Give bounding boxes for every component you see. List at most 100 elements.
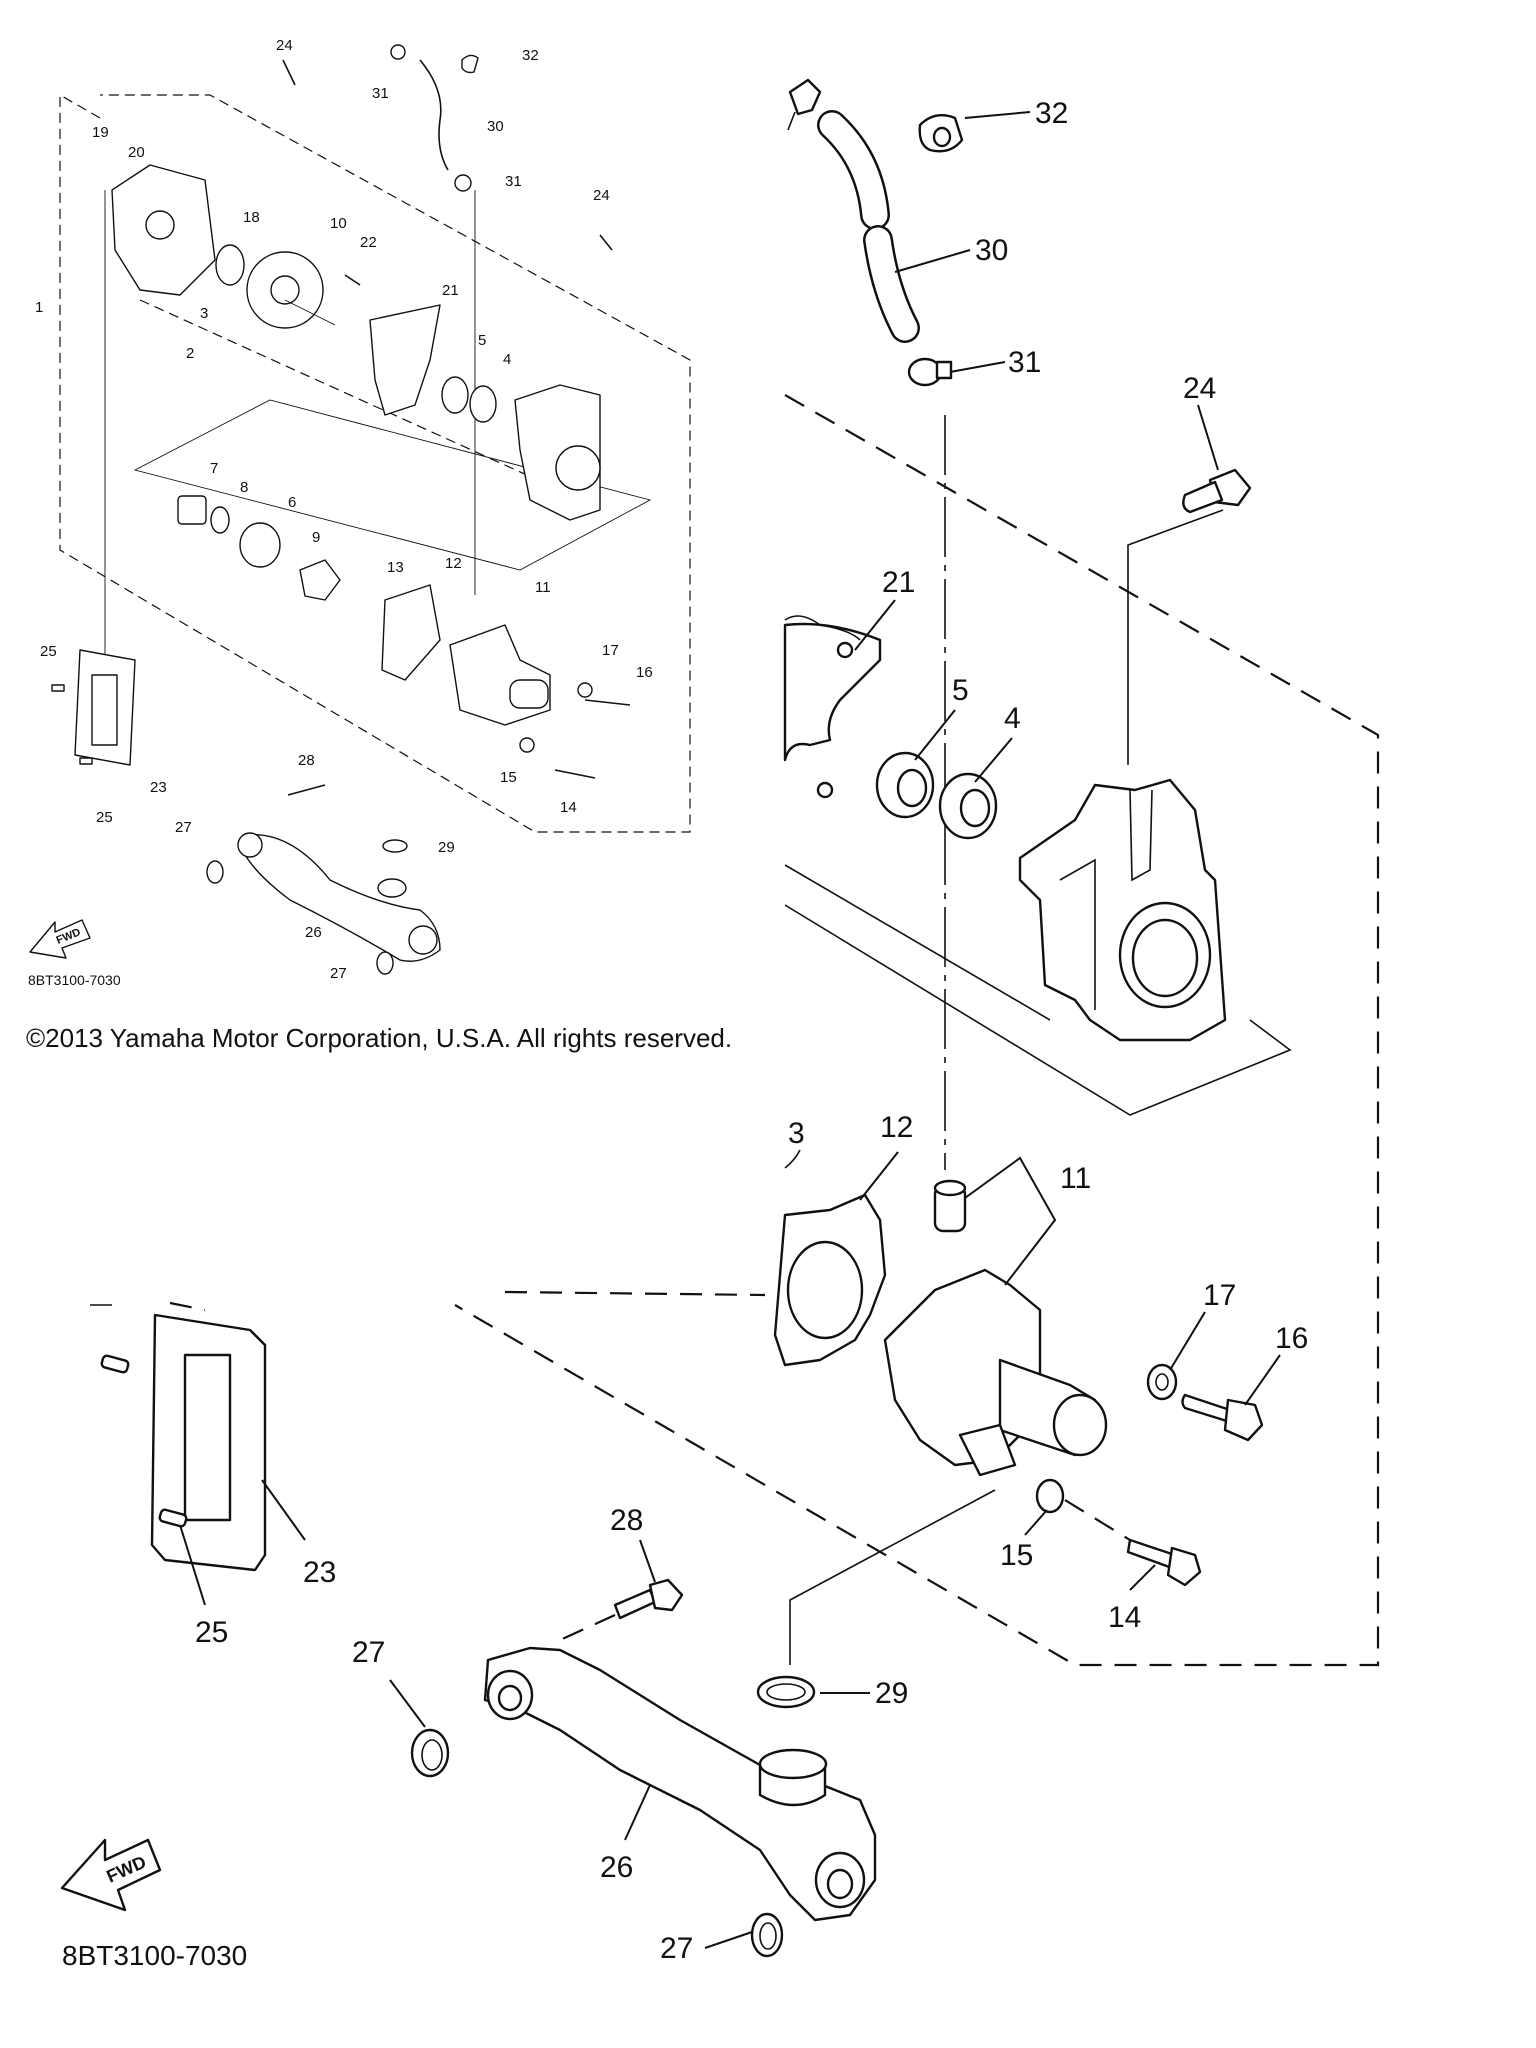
dt-label-24: 24 <box>1183 372 1216 405</box>
leader-12 <box>859 1151 899 1201</box>
bolt-14 <box>554 769 596 779</box>
pipe-flange-b <box>408 925 438 955</box>
ov-label-21: 21 <box>442 282 459 299</box>
pin-25a <box>51 684 65 692</box>
ov-label-30: 30 <box>487 118 504 135</box>
hose-30-top-inner <box>819 112 888 228</box>
gear-hub <box>270 275 300 305</box>
clamp-32 <box>461 54 479 74</box>
leader-5 <box>914 709 956 761</box>
housing-bore <box>555 445 601 491</box>
ov-label-13: 13 <box>387 559 404 576</box>
axis-line <box>139 299 561 491</box>
bearing-small <box>469 385 497 423</box>
pin-25 <box>158 1508 188 1528</box>
housing-rib <box>1129 789 1153 882</box>
bolt-28-head <box>648 1578 684 1612</box>
bearing <box>215 244 245 286</box>
dt-label-26: 26 <box>600 1851 633 1884</box>
ov-label-24a: 24 <box>276 37 293 54</box>
leader-24 <box>1197 404 1219 471</box>
o-ring-27b <box>376 951 394 975</box>
dt-label-17: 17 <box>1203 1279 1236 1312</box>
clamp-31b <box>454 174 472 192</box>
overview-diagram-code: 8BT3100-7030 <box>28 972 121 988</box>
collar <box>177 495 207 525</box>
bolt-24 <box>1182 468 1252 514</box>
detail-assembly-border <box>454 394 1380 1667</box>
bearing-inner <box>959 788 991 828</box>
dt-label-27b: 27 <box>660 1932 693 1965</box>
ov-label-8: 8 <box>240 479 248 496</box>
leader-26 <box>624 1784 651 1841</box>
gear-shaft <box>284 299 336 326</box>
pump-body <box>449 624 551 726</box>
leader-15 <box>1024 1509 1048 1536</box>
clamp-31-top <box>788 78 822 116</box>
gasket-body <box>381 584 441 681</box>
pump-housing <box>1018 778 1227 1042</box>
washer-17 <box>577 682 593 698</box>
ov-label-1: 1 <box>35 299 43 316</box>
pump-body <box>883 1268 1108 1477</box>
fwd-arrow-small: FWD <box>29 919 91 959</box>
ov-label-27b: 27 <box>330 965 347 982</box>
plate-21 <box>783 622 882 762</box>
ov-label-24b: 24 <box>593 187 610 204</box>
o-ring-29 <box>756 1675 816 1709</box>
dt-label-25: 25 <box>195 1616 228 1649</box>
dt-label-14: 14 <box>1108 1601 1141 1634</box>
dt-label-30: 30 <box>975 234 1008 267</box>
fwd-arrow-small-shape <box>29 919 91 959</box>
ov-label-9: 9 <box>312 529 320 546</box>
ov-label-16: 16 <box>636 664 653 681</box>
ov-label-2: 2 <box>186 345 194 362</box>
ov-label-14: 14 <box>560 799 577 816</box>
dt-label-16: 16 <box>1275 1322 1308 1355</box>
bolt-14-head <box>1166 1546 1202 1587</box>
bolt-28-shank <box>613 1588 657 1620</box>
washer-small <box>210 506 230 534</box>
bolt-14-shank <box>1126 1538 1177 1570</box>
oil-seal-inner <box>896 768 928 808</box>
fwd-arrow-shape <box>60 1838 162 1912</box>
union-top <box>933 1179 967 1197</box>
dt-label-11: 11 <box>1060 1162 1091 1195</box>
ov-label-17: 17 <box>602 642 619 659</box>
ov-label-11: 11 <box>535 579 551 596</box>
ov-label-27a: 27 <box>175 819 192 836</box>
ov-label-31b: 31 <box>505 173 522 190</box>
plate-21-hole-b <box>816 781 834 799</box>
overview-callouts: 1 2 3 4 5 6 7 8 9 10 11 12 13 14 15 16 1… <box>35 37 653 982</box>
pump-lower-spigot <box>958 1423 1017 1477</box>
pipe-body <box>483 1646 877 1922</box>
leader-11 <box>964 1156 1057 1286</box>
ov-label-7: 7 <box>210 460 218 477</box>
leader-27a <box>389 1679 426 1728</box>
leader-31 <box>949 361 1006 373</box>
pin-25b <box>79 757 93 765</box>
bolt-28-axis <box>559 1613 616 1642</box>
union-11 <box>933 1179 967 1233</box>
oil-seal-5 <box>875 751 935 819</box>
o-ring-29-axis <box>789 1489 996 1665</box>
washer-17-hole <box>1155 1373 1169 1391</box>
housing-group-outline <box>133 399 652 571</box>
leader-21 <box>854 599 896 651</box>
ov-label-28: 28 <box>298 752 315 769</box>
detail-border-stub <box>169 1301 206 1312</box>
dt-label-4: 4 <box>1004 702 1021 735</box>
part-3-edge <box>784 1149 801 1169</box>
ov-label-5: 5 <box>478 332 486 349</box>
bolt-24-axis <box>1127 509 1224 765</box>
dt-label-15: 15 <box>1000 1539 1033 1572</box>
o-ring-29 <box>382 839 408 853</box>
housing-ridge <box>1059 858 1096 1010</box>
ov-label-23: 23 <box>150 779 167 796</box>
impeller <box>299 559 341 601</box>
ov-label-20: 20 <box>128 144 145 161</box>
ov-label-4: 4 <box>503 351 511 368</box>
washer-15 <box>519 737 535 753</box>
leader-28 <box>639 1539 656 1583</box>
